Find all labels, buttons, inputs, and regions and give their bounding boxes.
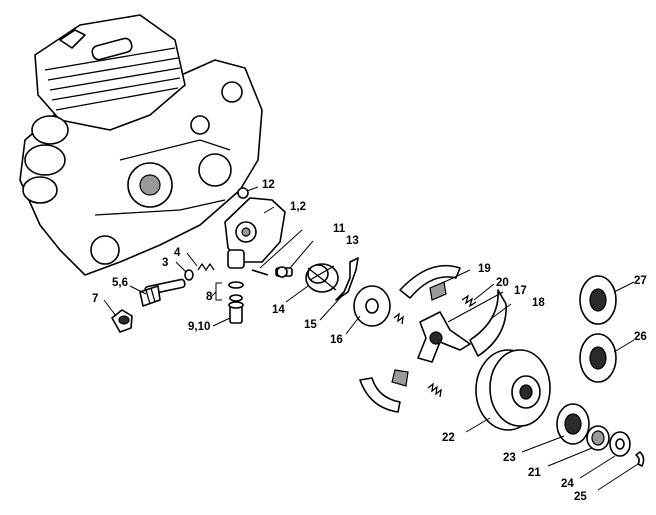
worm-shaft-5-6 [139, 278, 186, 307]
callout-labels: 1,2 3 4 5,6 7 8 9,10 11 12 13 14 15 16 1… [92, 179, 647, 503]
callout-26: 26 [634, 331, 647, 343]
callout-11: 11 [333, 223, 346, 235]
clutch-spring-20 [461, 294, 477, 308]
thrust-washer-16 [353, 285, 391, 327]
callout-19: 19 [478, 263, 491, 275]
washer-3 [184, 269, 194, 281]
clutch-shoe-right-18 [469, 289, 507, 357]
callout-13: 13 [346, 235, 359, 247]
o-rings-8 [215, 281, 244, 302]
callout-8: 8 [206, 291, 213, 303]
e-clip-25 [635, 451, 645, 467]
callout-21: 21 [528, 467, 541, 479]
callout-3: 3 [162, 257, 168, 269]
washer-24 [609, 431, 631, 457]
clutch-spring-left [393, 312, 404, 325]
callout-23: 23 [503, 452, 516, 464]
callout-1-2: 1,2 [290, 201, 306, 213]
callout-27: 27 [634, 275, 647, 287]
callout-25: 25 [574, 491, 587, 503]
callout-22: 22 [442, 432, 455, 444]
worm-gear-14 [305, 263, 339, 293]
spring-4 [197, 262, 215, 272]
plug-12 [237, 187, 249, 199]
callout-12: 12 [262, 179, 275, 191]
rim-sprocket-27 [579, 275, 617, 325]
screw-13 [275, 266, 293, 278]
callout-7: 7 [92, 293, 98, 305]
clutch-shoe-upper-19 [399, 264, 461, 301]
sprocket-23 [556, 403, 590, 445]
clutch-shoe-lower [359, 369, 409, 413]
callout-24: 24 [561, 478, 574, 490]
callout-18: 18 [532, 297, 545, 309]
pin-11 [251, 269, 269, 276]
engine-housing [19, 14, 263, 276]
callout-5-6: 5,6 [112, 277, 128, 289]
callout-16: 16 [330, 334, 343, 346]
callout-14: 14 [272, 304, 285, 316]
cap-7 [111, 309, 133, 333]
callout-4: 4 [174, 247, 181, 259]
callout-9-10: 9,10 [188, 321, 210, 333]
rim-sprocket-26 [579, 333, 617, 383]
clutch-carrier-17 [417, 311, 471, 363]
clutch-spring-lower [427, 382, 442, 398]
oil-pump-housing [224, 197, 286, 269]
clutch-drum-22 [475, 349, 551, 431]
valve-9-10 [228, 301, 244, 324]
needle-cage-21 [586, 425, 610, 451]
callout-20: 20 [496, 277, 509, 289]
spring-15 [335, 257, 359, 301]
callout-15: 15 [304, 319, 317, 331]
callout-17: 17 [514, 285, 527, 297]
leader-lines [103, 186, 639, 491]
